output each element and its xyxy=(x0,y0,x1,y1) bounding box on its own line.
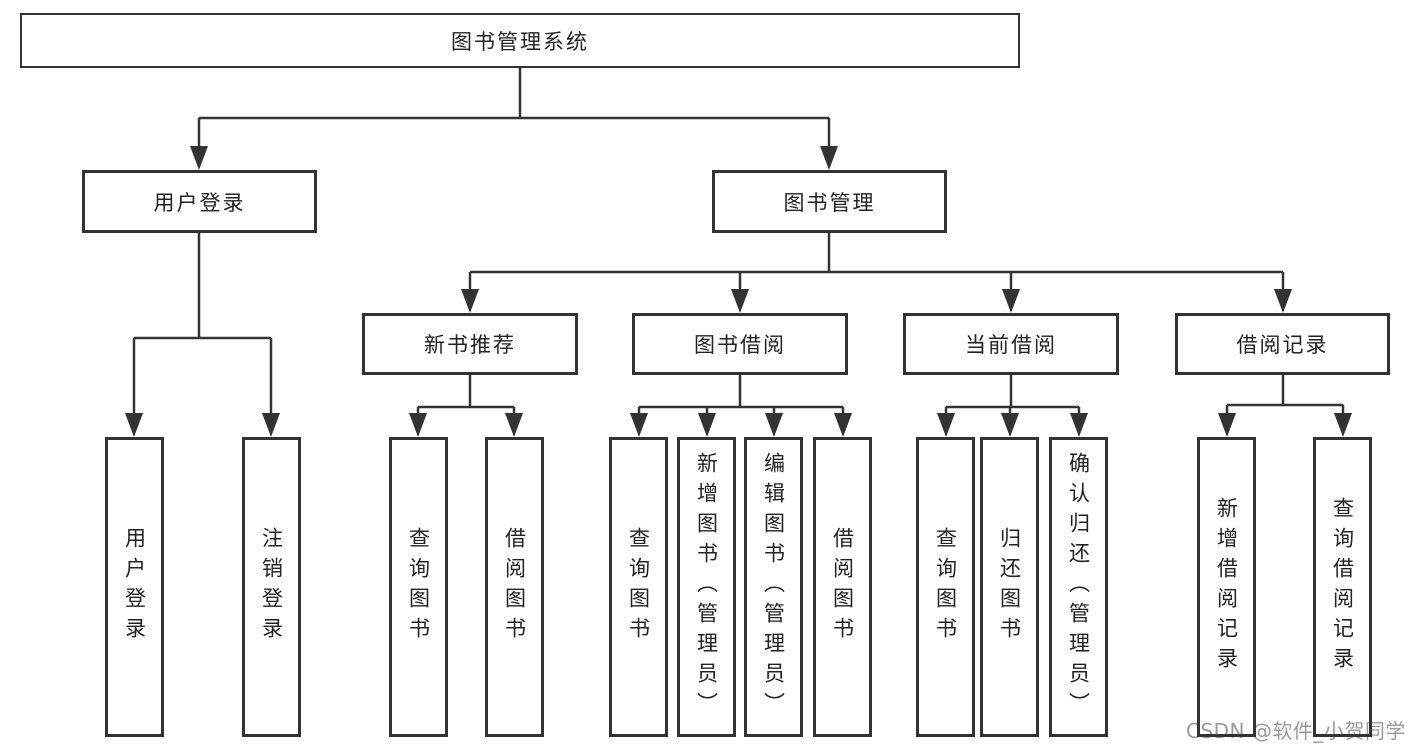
leaf-borrow-book-1: 借阅图书 xyxy=(485,437,544,737)
leaf-confirm-return-admin: 确认归还（管理员） xyxy=(1049,437,1108,737)
connector-borrow-record-to-leaves xyxy=(1218,375,1352,437)
leaf-query-book-3: 查询图书 xyxy=(916,437,975,737)
connector-line xyxy=(468,233,1285,289)
arrowhead-icon xyxy=(820,146,838,170)
arrowhead-icon xyxy=(409,413,427,437)
leaf-return-book: 归还图书 xyxy=(980,437,1039,737)
connector-book-mgmt-to-level3 xyxy=(461,233,1292,313)
arrowhead-icon xyxy=(630,413,648,437)
connector-line xyxy=(1225,375,1345,413)
node-borrow-record: 借阅记录 xyxy=(1175,313,1390,375)
leaf-user-login: 用户登录 xyxy=(105,437,164,737)
arrowhead-icon xyxy=(1274,289,1292,313)
arrowhead-icon xyxy=(262,413,280,437)
leaf-logout-login: 注销登录 xyxy=(242,437,301,737)
leaf-query-book-2: 查询图书 xyxy=(609,437,668,737)
leaf-query-borrow-record: 查询借阅记录 xyxy=(1313,437,1372,737)
node-root-system: 图书管理系统 xyxy=(20,13,1020,68)
node-book-management: 图书管理 xyxy=(712,170,947,233)
connector-root-to-level2 xyxy=(190,68,838,170)
connector-current-borrow-to-leaves xyxy=(937,375,1088,437)
arrowhead-icon xyxy=(1070,413,1088,437)
arrowhead-icon xyxy=(937,413,955,437)
arrowhead-icon xyxy=(125,413,143,437)
arrowhead-icon xyxy=(765,413,783,437)
leaf-add-borrow-record: 新增借阅记录 xyxy=(1197,437,1256,737)
leaf-borrow-book-2: 借阅图书 xyxy=(813,437,872,737)
arrowhead-icon xyxy=(1218,413,1236,437)
node-user-login: 用户登录 xyxy=(82,170,317,233)
arrowhead-icon xyxy=(834,413,852,437)
connector-line xyxy=(132,233,273,413)
node-new-book-recommend: 新书推荐 xyxy=(362,313,578,375)
node-book-borrow: 图书借阅 xyxy=(632,313,848,375)
arrowhead-icon xyxy=(731,289,749,313)
arrowhead-icon xyxy=(461,289,479,313)
leaf-query-book-1: 查询图书 xyxy=(389,437,448,737)
arrowhead-icon xyxy=(190,146,208,170)
leaf-edit-book-admin: 编辑图书（管理员） xyxy=(744,437,803,737)
connector-new-book-to-leaves xyxy=(409,375,523,437)
csdn-watermark: CSDN @软件_小贺同学 xyxy=(1186,719,1405,743)
leaf-add-book-admin: 新增图书（管理员） xyxy=(677,437,736,737)
connector-line xyxy=(416,375,516,413)
arrowhead-icon xyxy=(505,413,523,437)
connector-line xyxy=(944,375,1081,413)
connector-user-login-to-leaves xyxy=(125,233,280,437)
arrowhead-icon xyxy=(1334,413,1352,437)
arrowhead-icon xyxy=(1001,413,1019,437)
connector-line xyxy=(197,68,831,146)
arrowhead-icon xyxy=(698,413,716,437)
connector-line xyxy=(637,375,845,413)
connector-book-borrow-to-leaves xyxy=(630,375,852,437)
node-current-borrow: 当前借阅 xyxy=(903,313,1119,375)
arrowhead-icon xyxy=(1002,289,1020,313)
